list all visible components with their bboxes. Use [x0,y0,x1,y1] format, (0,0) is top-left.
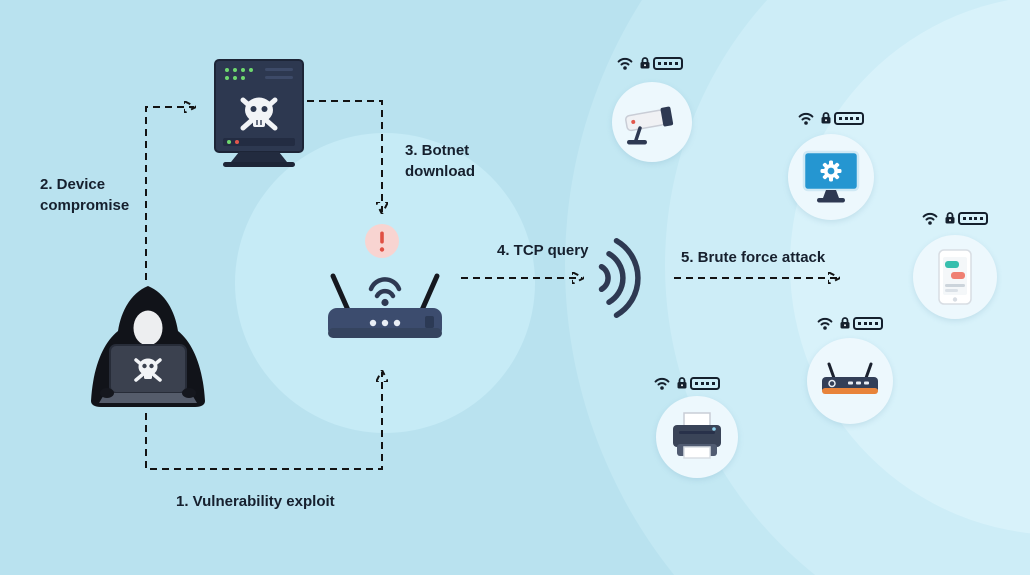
printer-node [656,396,738,478]
gear-icon [820,160,842,182]
wifi-waves-icon [368,277,402,307]
password-field [834,111,864,125]
wifi-icon [617,57,633,70]
lock-icon [640,57,650,69]
desktop-monitor-icon [802,150,860,203]
smartphone-icon [938,249,972,305]
password-field [958,211,988,225]
router-icon [328,224,442,338]
wifi-icon [817,317,833,330]
malware-server-node [205,56,305,173]
wifi-icon [798,112,814,125]
radio-signal-waves-icon [598,238,641,318]
security-badge-camera [617,56,683,70]
security-camera-node [612,82,692,162]
label-device-compromise: 2. Device compromise [40,176,130,214]
lock-icon [945,212,955,224]
exclamation-alert-icon [365,224,399,258]
iot-router-node [807,338,893,424]
hacker-with-laptop-icon [91,286,205,407]
password-field [853,316,883,330]
arrow-device-compromise [145,107,194,280]
lock-icon [840,317,850,329]
label-brute-force-attack: 5. Brute force attack [681,249,826,266]
password-field [690,376,720,390]
wifi-icon [654,377,670,390]
wifi-router-icon [822,362,878,394]
security-badge-printer [654,376,720,390]
smartphone-node [913,235,997,319]
compromised-router-node [310,220,460,350]
lock-icon [821,112,831,124]
label-tcp-query: 4. TCP query [497,242,589,259]
label-botnet-download: 3. Botnet download [405,142,475,180]
signal-waves-node [589,236,649,325]
security-badge-monitor [798,111,864,125]
lock-icon [677,377,687,389]
label-vulnerability-exploit: 1. Vulnerability exploit [176,493,335,510]
wifi-icon [922,212,938,225]
cctv-camera-icon [625,106,674,145]
malware-server-icon [214,59,304,167]
security-badge-router [817,316,883,330]
desktop-monitor-node [788,134,874,220]
security-badge-smartphone [922,211,988,225]
hacker-node [85,281,210,414]
password-field [653,56,683,70]
printer-icon [673,412,721,459]
